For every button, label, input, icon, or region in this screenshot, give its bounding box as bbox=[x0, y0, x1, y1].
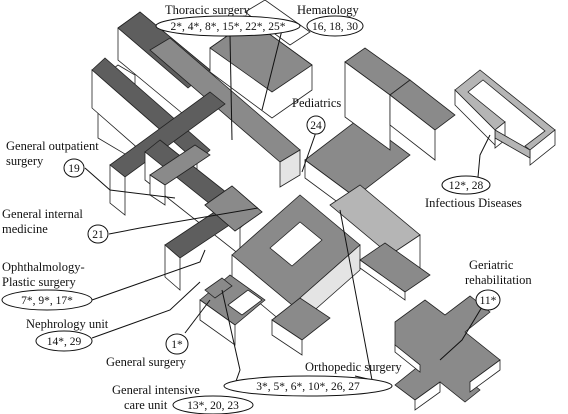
label-hematology: Hematology 16, 18, 30 bbox=[297, 3, 364, 37]
ophthalmology-name-2: Plastic surgery bbox=[2, 275, 76, 289]
orthopedic-rooms: 3*, 5*, 6*, 10*, 26, 27 bbox=[256, 381, 360, 393]
label-thoracic: Thoracic surgery 2*, 4*, 8*, 15*, 22*, 2… bbox=[155, 3, 301, 37]
label-icu: General intensive care unit 13*, 20, 23 bbox=[112, 383, 254, 414]
label-infectious: 12*, 28 Infectious Diseases bbox=[425, 175, 522, 210]
label-nephrology: Nephrology unit 14*, 29 bbox=[26, 317, 109, 352]
ophthalmology-name-1: Ophthalmology- bbox=[2, 260, 85, 274]
hematology-name: Hematology bbox=[297, 3, 360, 17]
nephrology-name: Nephrology unit bbox=[26, 317, 109, 331]
label-gen-outpatient: General outpatient surgery 19 bbox=[6, 139, 99, 178]
icu-name-2: care unit bbox=[124, 398, 168, 412]
gen-outpatient-rooms: 19 bbox=[68, 163, 80, 175]
label-ophthalmology: Ophthalmology- Plastic surgery 7*, 9*, 1… bbox=[1, 260, 93, 311]
building-geriatric bbox=[394, 295, 501, 411]
gen-outpatient-name-1: General outpatient bbox=[6, 139, 99, 153]
building-infectious bbox=[454, 69, 556, 166]
icu-name-1: General intensive bbox=[112, 383, 200, 397]
orthopedic-name: Orthopedic surgery bbox=[305, 360, 402, 374]
geriatric-rooms: 11* bbox=[480, 295, 497, 307]
thoracic-name: Thoracic surgery bbox=[165, 3, 251, 17]
pediatrics-rooms: 24 bbox=[310, 120, 322, 132]
thoracic-rooms: 2*, 4*, 8*, 15*, 22*, 25* bbox=[171, 21, 286, 33]
gen-internal-rooms: 21 bbox=[92, 229, 104, 241]
label-geriatric: Geriatric rehabilitation 11* bbox=[465, 258, 532, 311]
hematology-rooms: 16, 18, 30 bbox=[312, 21, 358, 33]
gen-internal-name-2: medicine bbox=[2, 222, 48, 236]
ophthalmology-rooms: 7*, 9*, 17* bbox=[21, 295, 73, 307]
nephrology-rooms: 14*, 29 bbox=[47, 336, 82, 348]
icu-rooms: 13*, 20, 23 bbox=[187, 400, 239, 412]
building-complex-main bbox=[91, 0, 456, 356]
infectious-name: Infectious Diseases bbox=[425, 196, 522, 210]
infectious-rooms: 12*, 28 bbox=[449, 180, 484, 192]
pediatrics-name: Pediatrics bbox=[292, 96, 341, 110]
geriatric-name-1: Geriatric bbox=[469, 258, 514, 272]
geriatric-name-2: rehabilitation bbox=[465, 273, 532, 287]
gen-surgery-name: General surgery bbox=[106, 355, 187, 369]
label-gen-internal: General internal medicine 21 bbox=[2, 207, 109, 244]
label-orthopedic: Orthopedic surgery 3*, 5*, 6*, 10*, 26, … bbox=[223, 360, 402, 397]
gen-internal-name-1: General internal bbox=[2, 207, 83, 221]
label-gen-surgery: 1* General surgery bbox=[106, 333, 189, 369]
gen-surgery-rooms: 1* bbox=[171, 339, 183, 351]
label-pediatrics: Pediatrics 24 bbox=[292, 96, 341, 135]
gen-outpatient-name-2: surgery bbox=[6, 154, 44, 168]
